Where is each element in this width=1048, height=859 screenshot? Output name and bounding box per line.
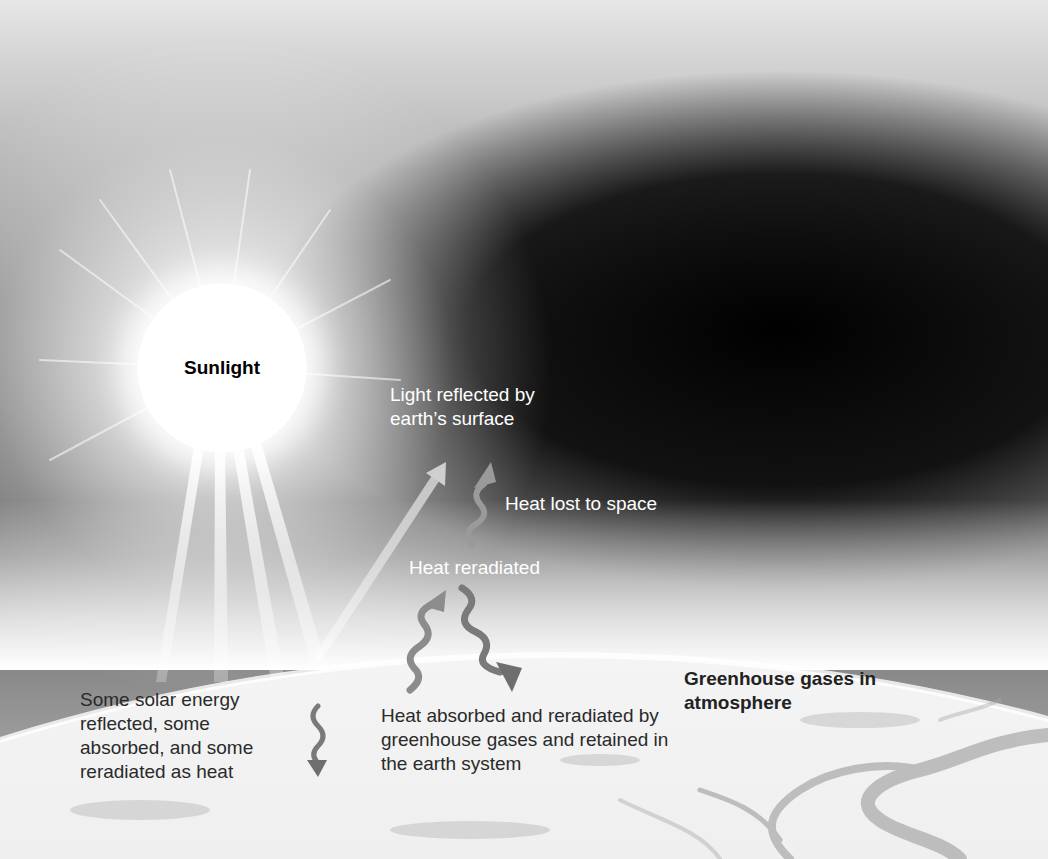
annotation-label: Heat lost to space (505, 492, 657, 516)
annotation-label: Some solar energy reflected, some absorb… (80, 688, 295, 784)
annotation-label: Heat reradiated (409, 556, 540, 580)
sun-label: Sunlight (184, 356, 260, 380)
annotation-label: Heat absorbed and reradiated by greenhou… (381, 704, 681, 776)
sun-disc: Sunlight (137, 283, 307, 453)
annotation-label: Greenhouse gases in atmosphere (684, 667, 889, 715)
annotation-label: Light reflected by earth’s surface (390, 383, 562, 431)
